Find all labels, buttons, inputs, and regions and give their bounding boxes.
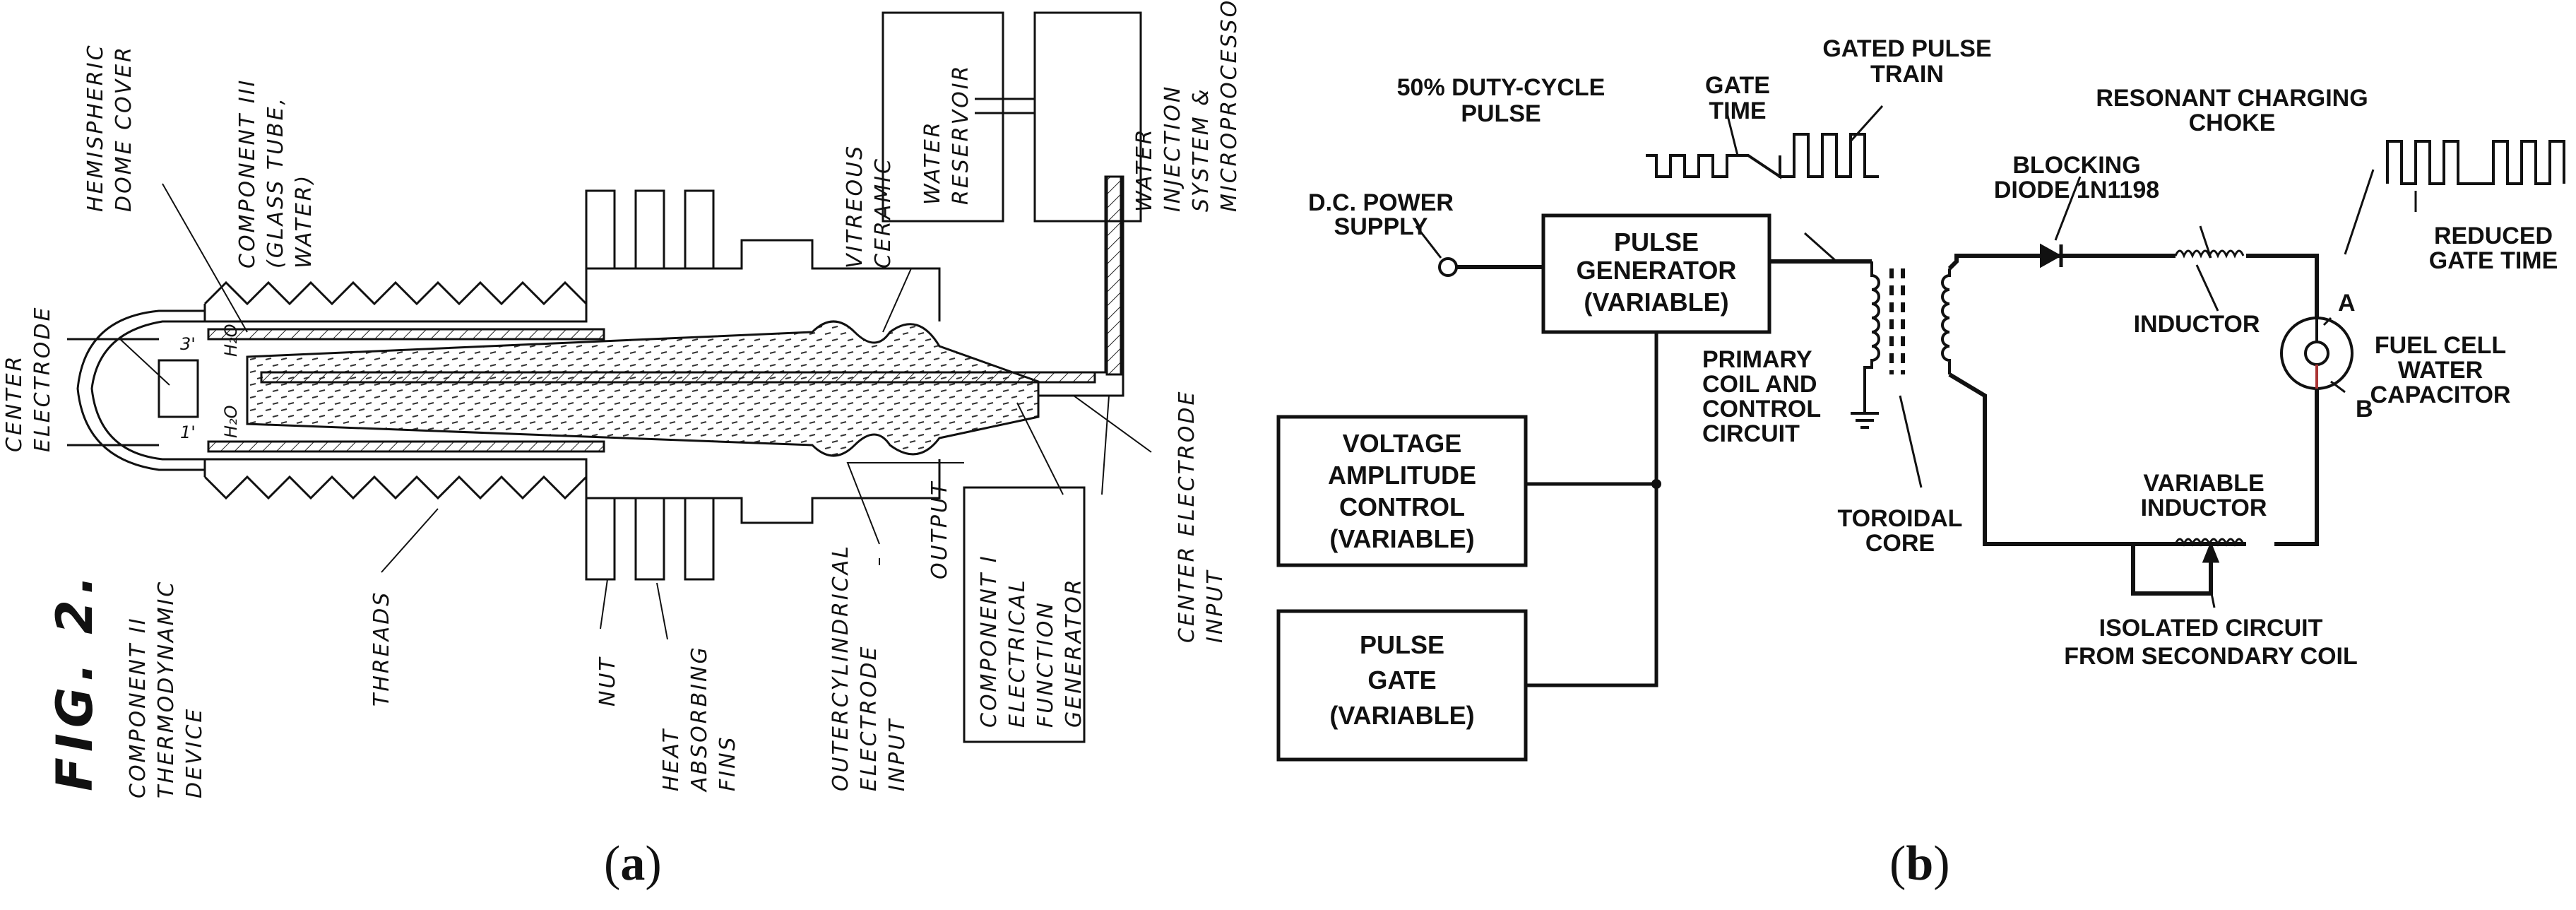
dome-cover-inner (90, 320, 205, 461)
variable-inductor (2174, 538, 2245, 547)
label-gap-top: 3' (180, 334, 196, 354)
center-electrode-tip (158, 359, 199, 418)
panel-b-diagram (1276, 105, 2565, 762)
label-nut: NUT (595, 656, 620, 707)
water-reservoir-box (882, 11, 1004, 223)
glass-tube-top (207, 328, 605, 341)
dome-cover-outline (76, 309, 205, 471)
input-tube-hatch (1105, 175, 1122, 376)
blocking-diode (2040, 243, 2062, 268)
glass-tube-bottom (207, 440, 605, 453)
caption-b: (b) (1889, 837, 1950, 891)
device-body-lower (203, 458, 941, 524)
primary-coil (1863, 261, 1880, 413)
function-generator-box (963, 486, 1086, 743)
water-injection-box (1033, 11, 1142, 223)
threads-top (203, 280, 588, 306)
leaders-a (119, 183, 1152, 640)
label-point-a: A (2338, 290, 2356, 317)
fins-bottom (585, 498, 715, 581)
dc-terminal (1438, 257, 1458, 277)
label-point-b: B (2356, 396, 2373, 422)
voltage-amplitude-box (1276, 415, 1528, 567)
isolated-circuit-loop (2131, 544, 2213, 596)
ground-symbol (1851, 412, 1879, 429)
label-component-3: COMPONENT III(GLASS TUBE,WATER) (235, 78, 316, 268)
gated-waveform (2386, 140, 2565, 185)
label-threads: THREADS (369, 591, 394, 707)
leaders-b (1415, 105, 2417, 608)
device-body-upper (203, 239, 941, 323)
control-wiring (1526, 332, 1658, 687)
fins-top (585, 189, 715, 268)
label-h2o-top: H₂O (221, 324, 241, 357)
junction-dot (1651, 479, 1661, 489)
label-gap-bottom: 1' (180, 422, 196, 442)
label-output: OUTPUT (927, 480, 952, 579)
duty-cycle-waveform (1646, 133, 1879, 179)
reservoir-connector (975, 98, 1035, 114)
fuel-cell-inner (2304, 341, 2329, 366)
panel-a-diagram (67, 11, 1152, 743)
label-inductor: INDUCTOR (2134, 311, 2260, 338)
center-electrode-rod (260, 371, 1096, 384)
secondary-coil (1941, 268, 1951, 374)
variable-inductor-arrow (2202, 540, 2220, 563)
figure-title: FIG. 2. (46, 569, 104, 791)
vitreous-ceramic (246, 320, 1040, 457)
caption-a: (a) (604, 837, 662, 891)
secondary-loop (1947, 254, 2319, 546)
threads-bottom (203, 475, 588, 500)
toroidal-core (1889, 268, 1905, 374)
label-h2o-bottom: H₂O (221, 405, 241, 438)
